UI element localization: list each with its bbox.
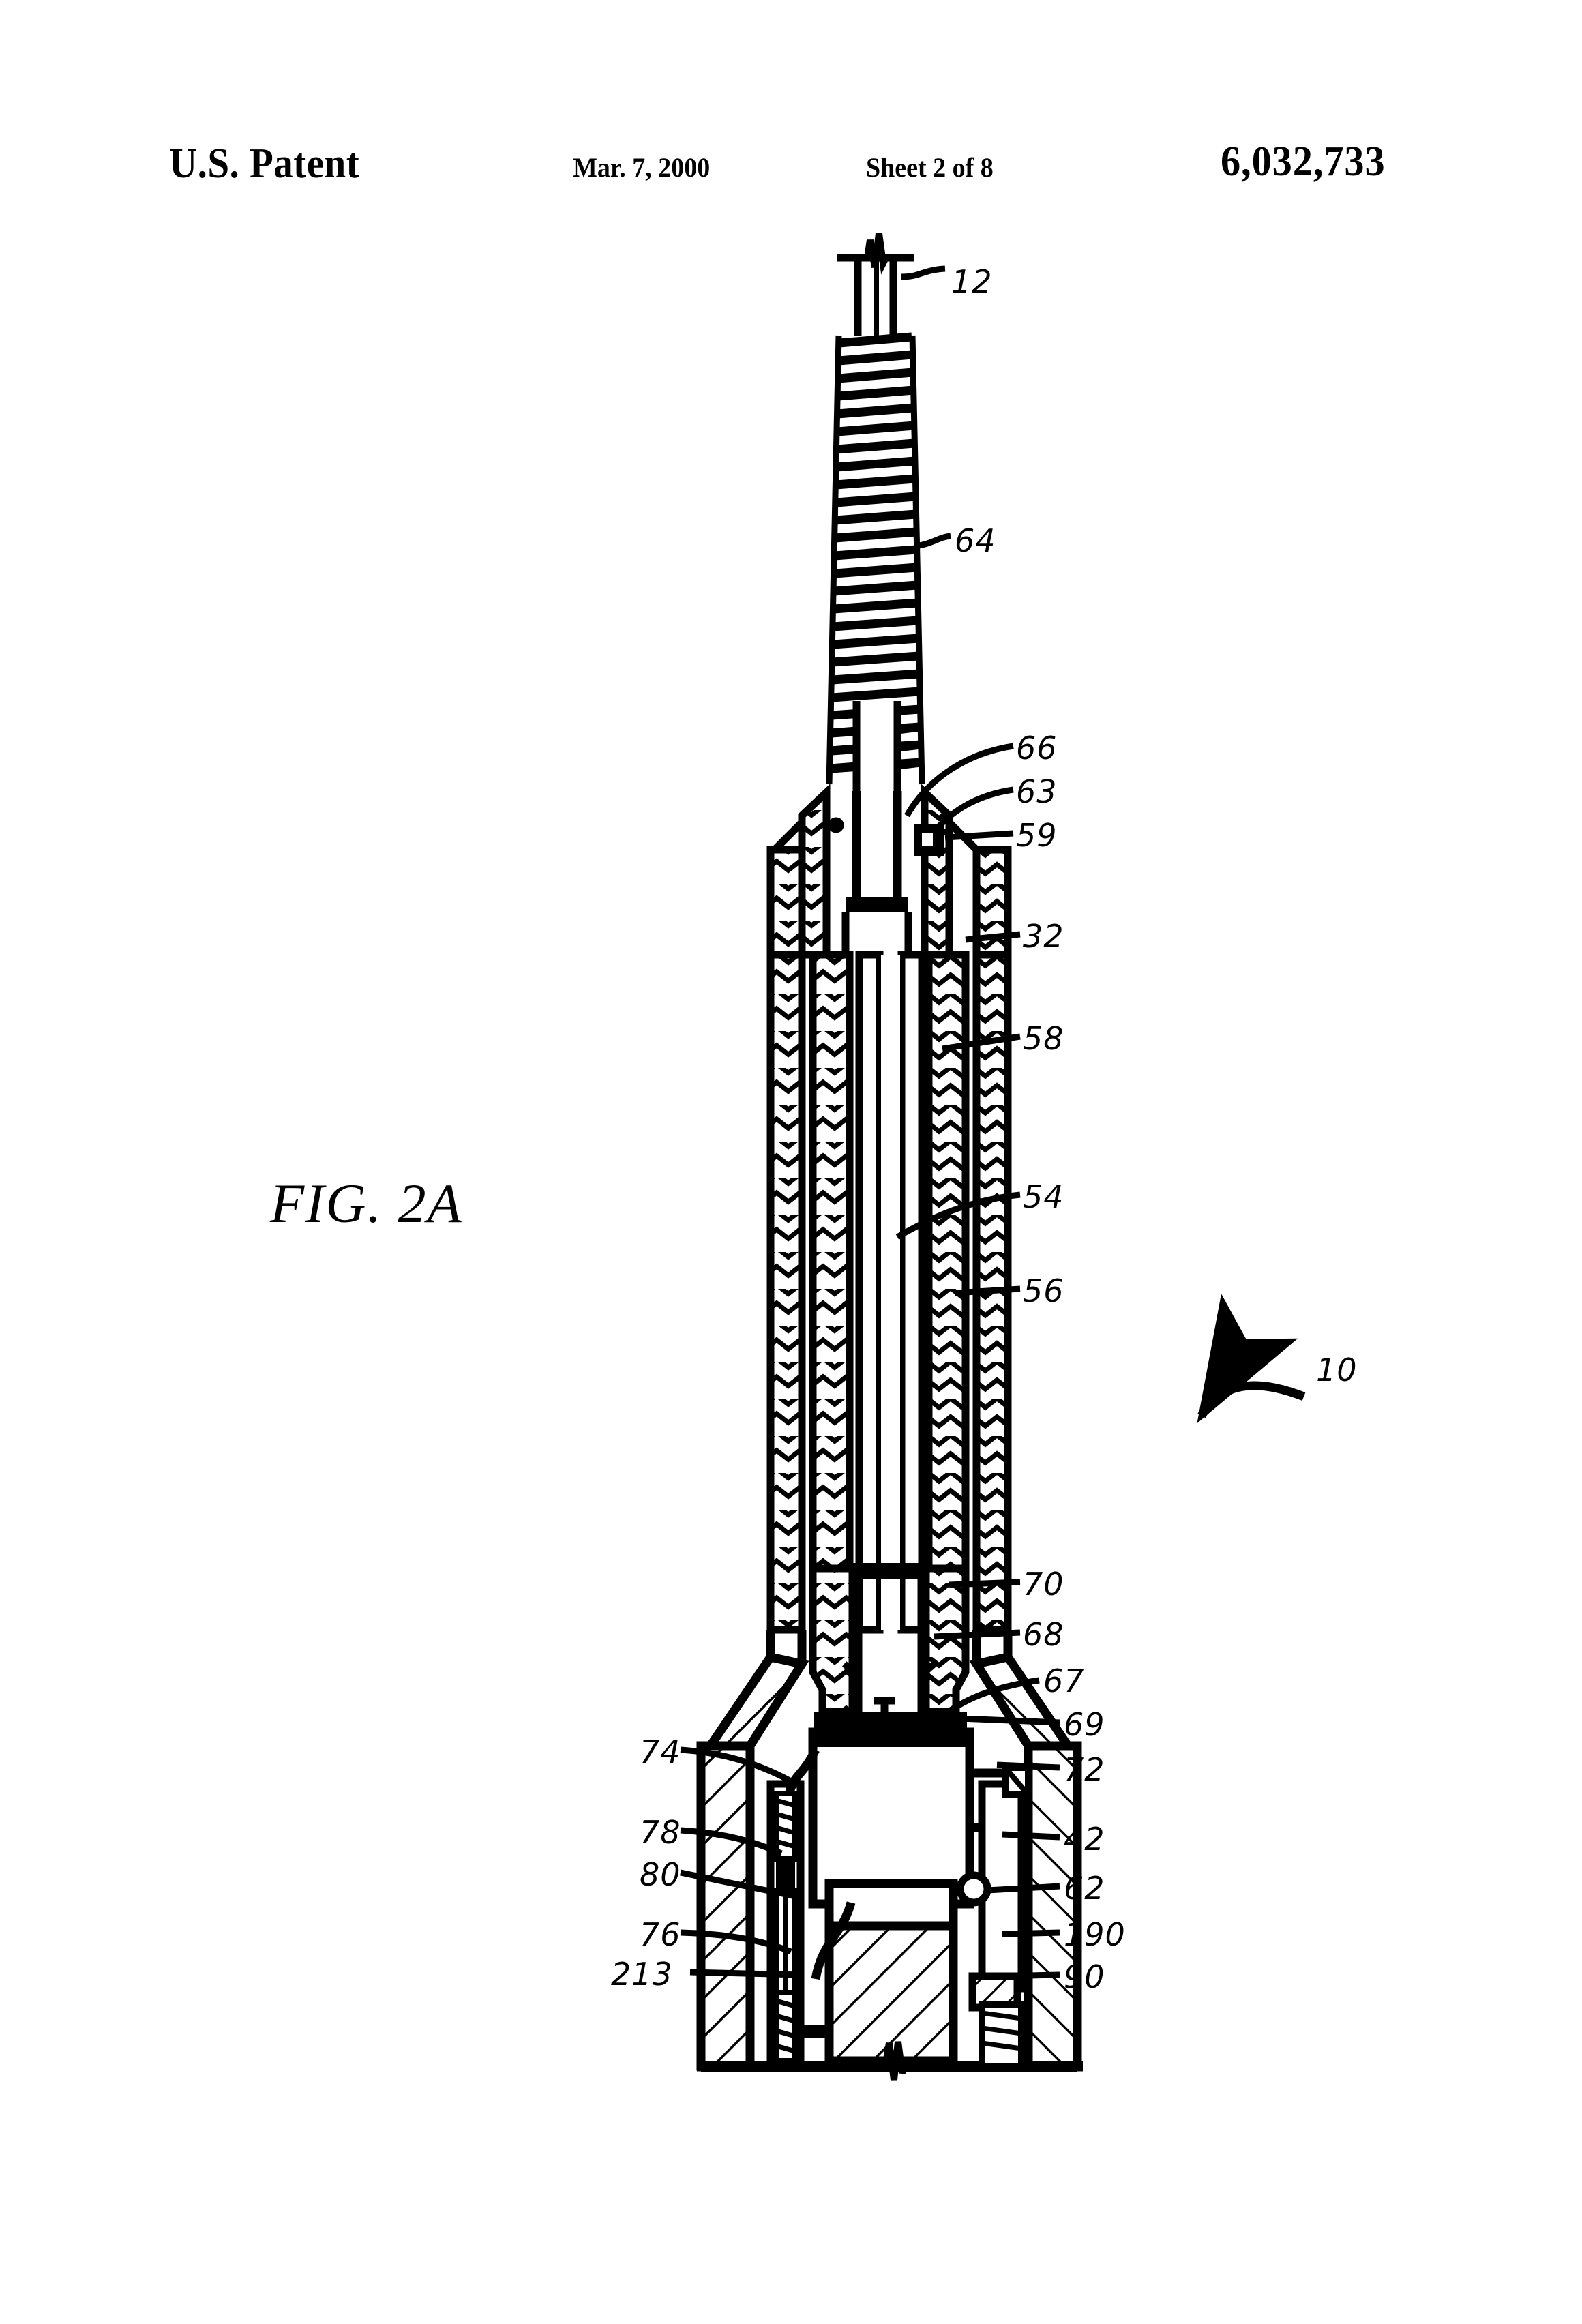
leader-72 bbox=[996, 1761, 1060, 1771]
leader-62 bbox=[987, 1883, 1060, 1894]
callout-10: 10 bbox=[1316, 1352, 1358, 1388]
callout-63: 63 bbox=[1016, 773, 1058, 810]
sheet-number: Sheet 2 of 8 bbox=[866, 152, 994, 183]
callout-12: 12 bbox=[951, 263, 993, 300]
callout-80: 80 bbox=[640, 1856, 681, 1893]
callout-64: 64 bbox=[955, 522, 996, 559]
callout-69: 69 bbox=[1064, 1706, 1105, 1743]
top-break-symbol bbox=[837, 233, 914, 275]
patent-office-title: U.S. Patent bbox=[169, 140, 360, 187]
leader-66 bbox=[904, 743, 1014, 818]
patent-date: Mar. 7, 2000 bbox=[573, 152, 711, 183]
leader-76 bbox=[680, 1929, 792, 1955]
left-bore-pin bbox=[773, 1791, 798, 2064]
leader-32 bbox=[965, 931, 1021, 943]
callout-68: 68 bbox=[1023, 1616, 1064, 1653]
leader-80 bbox=[680, 1869, 793, 1899]
callout-213: 213 bbox=[611, 1956, 673, 1993]
leader-54 bbox=[895, 1191, 1021, 1240]
leader-74 bbox=[680, 1746, 793, 1784]
leader-64 bbox=[919, 533, 951, 549]
leader-42 bbox=[1002, 1831, 1060, 1841]
callout-59: 59 bbox=[1016, 817, 1058, 854]
patent-header: U.S. Patent Mar. 7, 2000 Sheet 2 of 8 6,… bbox=[0, 0, 1582, 205]
inner-shaft-12 bbox=[854, 258, 897, 336]
callout-62: 62 bbox=[1064, 1870, 1105, 1907]
lower-housing-assembly bbox=[696, 1727, 1083, 2072]
leader-56 bbox=[954, 1285, 1021, 1296]
leader-lines bbox=[680, 265, 1306, 1980]
leader-59 bbox=[944, 830, 1014, 841]
leader-70 bbox=[949, 1579, 1021, 1588]
callout-76: 76 bbox=[640, 1916, 681, 1953]
upper-collar-assembly bbox=[766, 784, 1012, 964]
callout-70: 70 bbox=[1023, 1566, 1064, 1603]
callout-72: 72 bbox=[1064, 1751, 1105, 1788]
callout-66: 66 bbox=[1016, 730, 1058, 766]
callout-54: 54 bbox=[1023, 1178, 1064, 1215]
leader-12 bbox=[901, 265, 946, 280]
figure-label: FIG. 2A bbox=[270, 1172, 463, 1234]
leader-63 bbox=[930, 786, 1014, 835]
callout-42: 42 bbox=[1064, 1821, 1105, 1858]
leader-67 bbox=[925, 1677, 1040, 1731]
callout-74: 74 bbox=[640, 1733, 681, 1770]
callout-32: 32 bbox=[1023, 918, 1064, 955]
leader-58 bbox=[942, 1033, 1021, 1052]
callout-67: 67 bbox=[1043, 1663, 1085, 1699]
leader-190 bbox=[1002, 1929, 1060, 1937]
leader-213 bbox=[689, 1969, 803, 1978]
callout-78: 78 bbox=[640, 1814, 681, 1851]
bottom-break-symbol bbox=[883, 2041, 908, 2081]
callout-90: 90 bbox=[1064, 1958, 1105, 1995]
leader-90 bbox=[998, 1971, 1060, 1980]
figure-geometry bbox=[680, 233, 1306, 2081]
callout-56: 56 bbox=[1023, 1272, 1064, 1309]
callout-190: 190 bbox=[1064, 1916, 1126, 1953]
coil-spring-64 bbox=[826, 332, 925, 791]
leader-68 bbox=[934, 1629, 1021, 1640]
leader-10-arrow bbox=[1197, 1294, 1306, 1424]
patent-number: 6,032,733 bbox=[1221, 138, 1386, 185]
callout-58: 58 bbox=[1023, 1020, 1064, 1057]
leader-78 bbox=[680, 1827, 783, 1857]
leader-69 bbox=[959, 1715, 1060, 1726]
